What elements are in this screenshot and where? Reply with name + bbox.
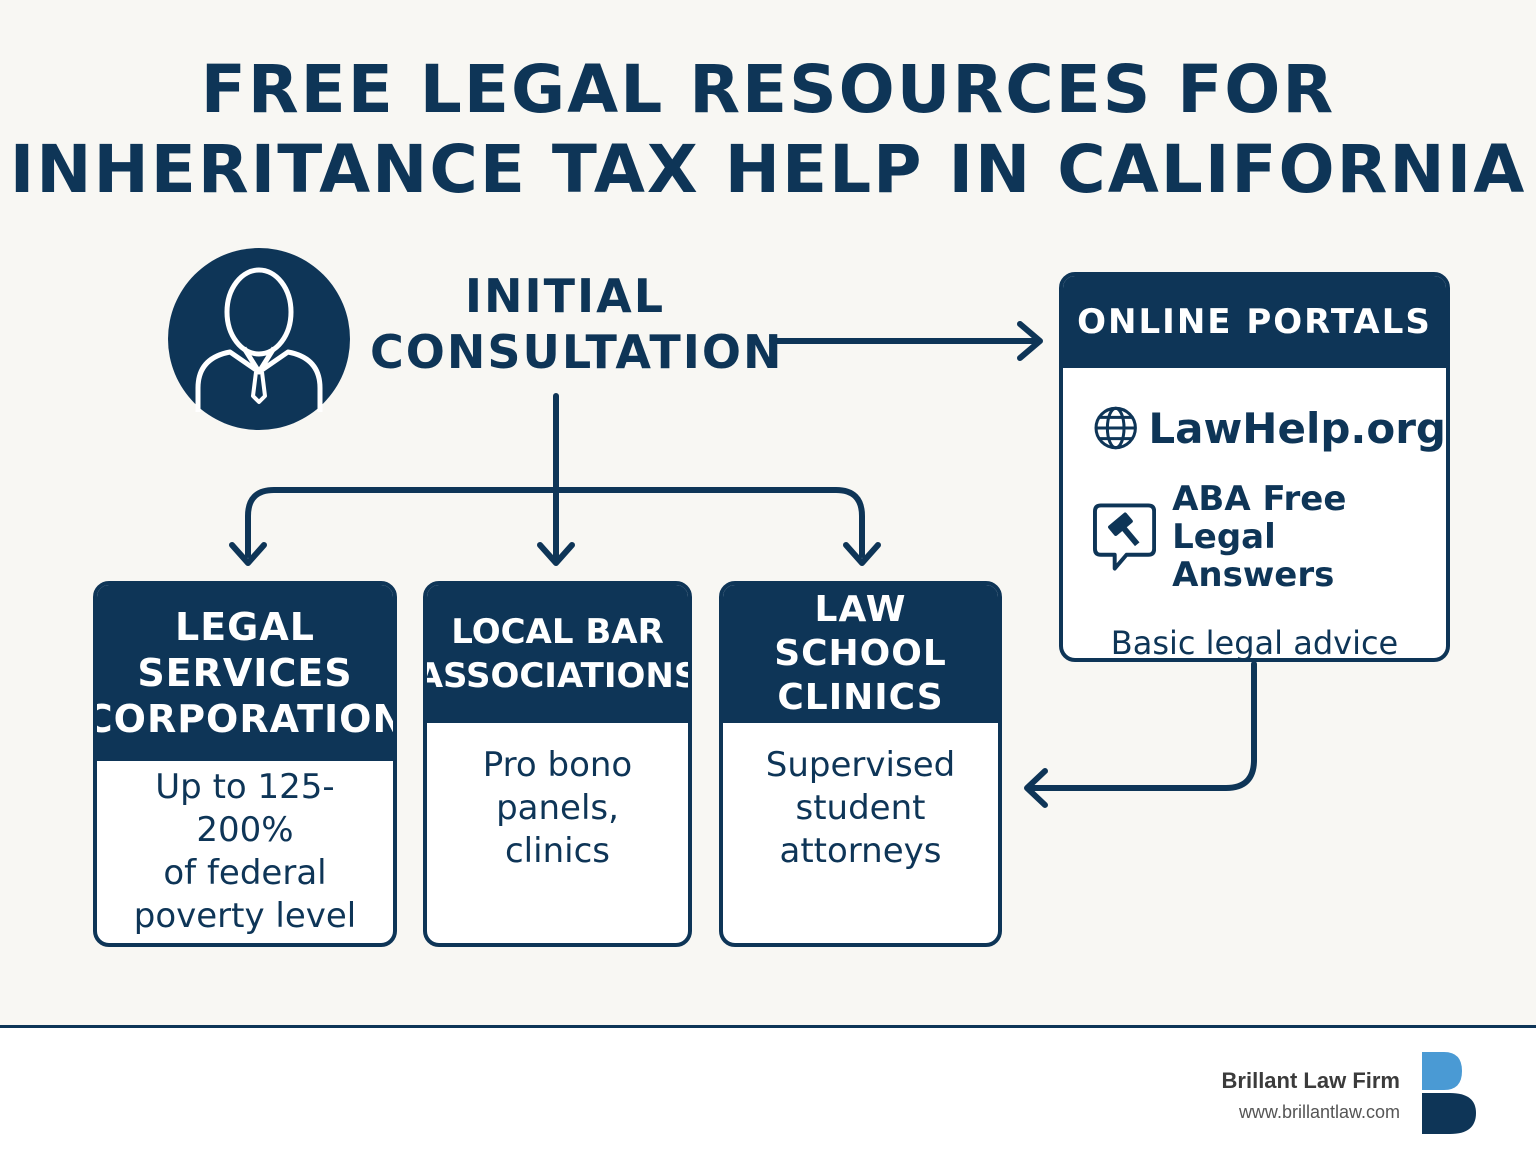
- globe-icon: [1094, 406, 1137, 450]
- card-header: LEGAL SERVICES CORPORATION: [97, 585, 393, 761]
- card-header-line: LEGAL: [175, 605, 315, 649]
- return-arrow-head: [1024, 768, 1048, 808]
- firm-name: Brillant Law Firm: [1221, 1068, 1400, 1093]
- consultation-line-2: CONSULTATION: [370, 325, 784, 379]
- return-line: [1027, 661, 1257, 791]
- arrow-to-online-portals-head: [1017, 321, 1043, 361]
- title-line-1: FREE LEGAL RESOURCES FOR: [200, 51, 1336, 128]
- card-header-line: SERVICES: [137, 651, 353, 695]
- title-line-2: INHERITANCE TAX HELP IN CALIFORNIA: [9, 131, 1527, 208]
- lawhelp-label: LawHelp.org: [1148, 403, 1446, 453]
- legal-services-corporation-card: LEGAL SERVICES CORPORATION Up to 125-200…: [93, 581, 397, 947]
- card-body-line: poverty level: [133, 896, 357, 936]
- card-body-line: student: [795, 787, 926, 828]
- brillant-logo: [1422, 1052, 1476, 1134]
- aba-item: ABA Free Legal Answers: [1093, 480, 1446, 594]
- card-header-line: LAW SCHOOL: [774, 589, 947, 674]
- card-body-line: attorneys: [779, 830, 942, 871]
- card-body-line: panels,: [496, 787, 619, 828]
- card-body: Pro bono panels, clinics: [427, 723, 688, 893]
- aba-label: ABA Free Legal Answers: [1172, 480, 1446, 594]
- card-body-line: Supervised: [765, 744, 956, 785]
- local-bar-associations-card: LOCAL BAR ASSOCIATIONS Pro bono panels, …: [423, 581, 692, 947]
- card-body-line: Up to 125-200%: [155, 767, 335, 850]
- card-header-line: ASSOCIATIONS: [423, 656, 692, 696]
- arrow-to-legal-services: [229, 542, 267, 566]
- online-portals-card: ONLINE PORTALS LawHelp.org ABA Free Lega…: [1059, 272, 1450, 662]
- online-portals-note: Basic legal advice: [1110, 624, 1399, 662]
- initial-consultation-label: INITIAL CONSULTATION: [370, 268, 784, 380]
- card-header-line: CLINICS: [777, 677, 944, 718]
- aba-label-line: ABA Free: [1172, 479, 1347, 519]
- card-header: LOCAL BAR ASSOCIATIONS: [427, 585, 688, 723]
- card-body-line: clinics: [504, 830, 610, 871]
- consultation-line-1: INITIAL: [464, 269, 666, 323]
- arrow-to-bar-head: [537, 542, 575, 566]
- card-header-line: LOCAL BAR: [451, 612, 664, 652]
- page-title: FREE LEGAL RESOURCES FOR INHERITANCE TAX…: [0, 50, 1536, 210]
- card-body-line: Pro bono: [482, 744, 633, 785]
- card-body-line: of federal: [163, 853, 327, 893]
- card-body: Supervised student attorneys: [723, 723, 998, 893]
- person-in-suit-icon: [168, 248, 350, 430]
- card-body: Up to 125-200% of federal poverty level: [97, 761, 393, 943]
- card-header-line: CORPORATION: [93, 697, 397, 741]
- firm-url: www.brillantlaw.com: [1238, 1102, 1400, 1122]
- gavel-chat-icon: [1093, 503, 1157, 571]
- arrow-to-law-school: [843, 542, 881, 566]
- law-school-clinics-card: LAW SCHOOL CLINICS Supervised student at…: [719, 581, 1002, 947]
- lawhelp-item: LawHelp.org: [1093, 400, 1446, 456]
- card-header: ONLINE PORTALS: [1063, 276, 1446, 368]
- footer: Brillant Law Firm www.brillantlaw.com: [0, 1025, 1536, 1154]
- aba-label-line: Legal Answers: [1172, 517, 1335, 595]
- card-header: LAW SCHOOL CLINICS: [723, 585, 998, 723]
